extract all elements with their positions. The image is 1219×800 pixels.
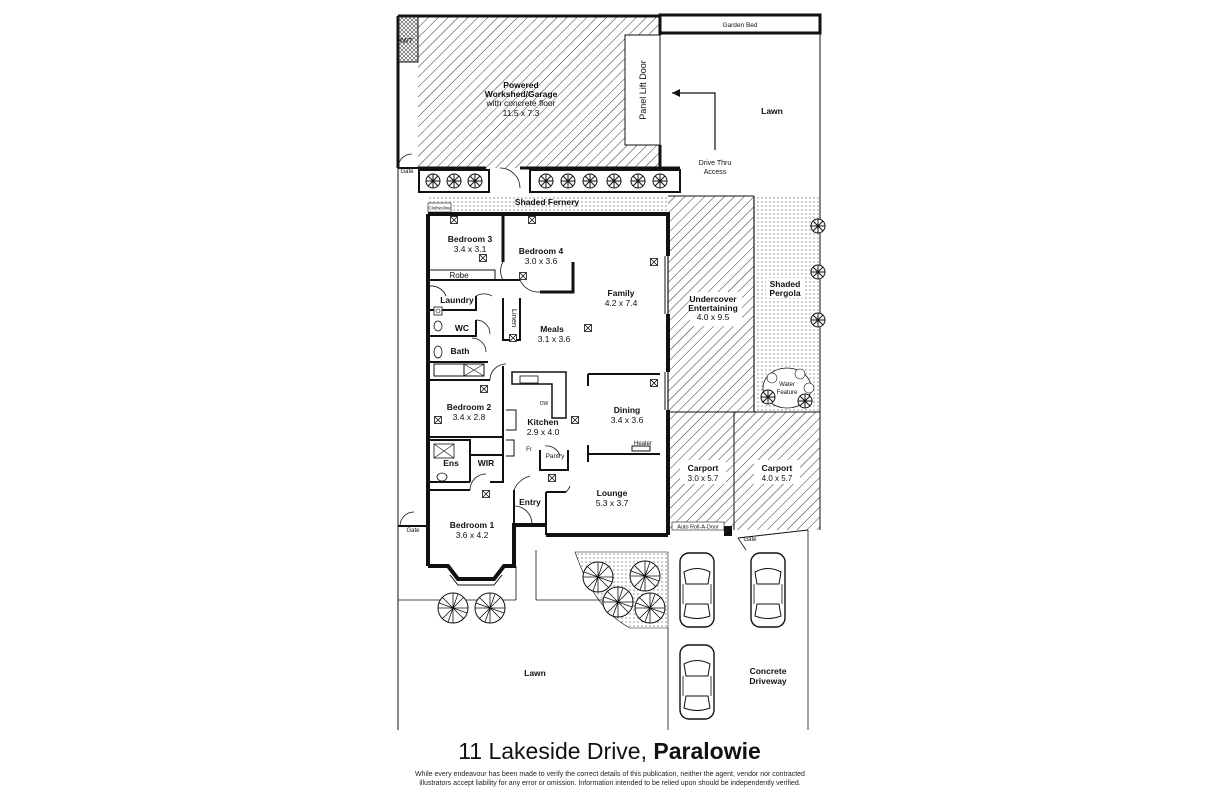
rainwater-tank — [397, 15, 419, 63]
bath-label: Bath — [451, 346, 470, 356]
dw-label: DW — [540, 401, 549, 407]
dining-dims: 3.4 x 3.6 — [611, 415, 644, 425]
pergola-label-2: Pergola — [769, 288, 800, 298]
undercover-label-2: Entertaining — [688, 303, 738, 313]
address-suburb: Paralowie — [653, 738, 761, 764]
garage-label: Powered — [503, 80, 538, 90]
gate-left-label: Gate — [406, 528, 420, 534]
carport-1-dims: 3.0 x 5.7 — [688, 474, 719, 483]
drive-thru-label-2: Access — [704, 169, 727, 176]
bedroom3-label: Bedroom 3 — [448, 234, 493, 244]
lawn-top-label: Lawn — [761, 106, 783, 116]
bedroom2-label: Bedroom 2 — [447, 402, 492, 412]
disclaimer: While every endeavour has been made to v… — [380, 770, 840, 788]
bedroom4-label: Bedroom 4 — [519, 246, 564, 256]
rwt-label: RWT — [397, 38, 414, 45]
disclaimer-line-1: While every endeavour has been made to v… — [415, 771, 805, 778]
kitchen-dims: 2.9 x 4.0 — [527, 427, 560, 437]
disclaimer-line-2: illustrators accept liability for any er… — [419, 780, 801, 787]
lounge-dims: 5.3 x 3.7 — [596, 498, 629, 508]
robe-label: Robe — [449, 271, 469, 280]
garage-area — [396, 14, 680, 170]
family-dims: 4.2 x 7.4 — [605, 298, 638, 308]
shaded-fernery-label: Shaded Fernery — [515, 197, 580, 207]
garage-label-2: Workshed/Garage — [485, 89, 558, 99]
garage-label-3: with concrete floor — [486, 98, 556, 108]
driveway-label-2: Driveway — [749, 676, 787, 686]
undercover-label: Undercover — [689, 294, 737, 304]
carport-2-dims: 4.0 x 5.7 — [762, 474, 793, 483]
garden-bed-label: Garden Bed — [722, 22, 757, 29]
wir-label: WIR — [478, 458, 495, 468]
cars — [679, 552, 786, 720]
family-label: Family — [608, 288, 635, 298]
gate-top-label: Gate — [400, 169, 414, 175]
gate-carport-label: Gate — [743, 537, 757, 543]
dining-label: Dining — [614, 405, 640, 415]
undercover-dims: 4.0 x 9.5 — [697, 312, 730, 322]
drive-thru-arrow — [672, 89, 716, 150]
address-street: 11 Lakeside Drive, — [458, 738, 647, 764]
bedroom1-dims: 3.6 x 4.2 — [456, 530, 489, 540]
address-title: 11 Lakeside Drive, Paralowie — [0, 738, 1219, 765]
linen-label: Linen — [510, 309, 519, 327]
carport-2-label: Carport — [762, 463, 793, 473]
heater-label: Heater — [634, 441, 652, 447]
fridge-label: Fr — [526, 447, 532, 453]
water-feature — [760, 367, 815, 409]
garden-bed — [658, 13, 822, 35]
ensuite-label: Ens — [443, 458, 459, 468]
house-walls — [426, 212, 670, 586]
garage-dims: 11.5 x 7.3 — [503, 108, 540, 118]
clothesline-label: Clothesline — [428, 206, 451, 211]
shaded-fernery — [428, 196, 668, 212]
laundry-label: Laundry — [440, 295, 474, 305]
drive-thru-label: Drive Thru — [699, 160, 732, 167]
wc-label: WC — [455, 323, 469, 333]
auto-roll-door-label: Auto Roll-A-Door — [677, 525, 719, 531]
water-feature-label: Water — [779, 382, 795, 388]
meals-dims: 3.1 x 3.6 — [538, 334, 571, 344]
kitchen-label: Kitchen — [527, 417, 558, 427]
fixtures — [433, 306, 448, 482]
bedroom4-dims: 3.0 x 3.6 — [525, 256, 558, 266]
water-feature-label-2: Feature — [777, 390, 798, 396]
pantry-label: Pantry — [546, 453, 566, 460]
lounge-label: Lounge — [597, 488, 628, 498]
entry-label: Entry — [519, 497, 541, 507]
lawn-bottom-label: Lawn — [524, 668, 546, 678]
bedroom1-label: Bedroom 1 — [450, 520, 495, 530]
panel-lift-door-label: Panel Lift Door — [638, 60, 648, 120]
pergola-label: Shaded — [770, 279, 801, 289]
meals-label: Meals — [540, 324, 564, 334]
bedroom3-dims: 3.4 x 3.1 — [454, 244, 487, 254]
bedroom2-dims: 3.4 x 2.8 — [453, 412, 486, 422]
carport-1-label: Carport — [688, 463, 719, 473]
driveway-label: Concrete — [750, 666, 787, 676]
